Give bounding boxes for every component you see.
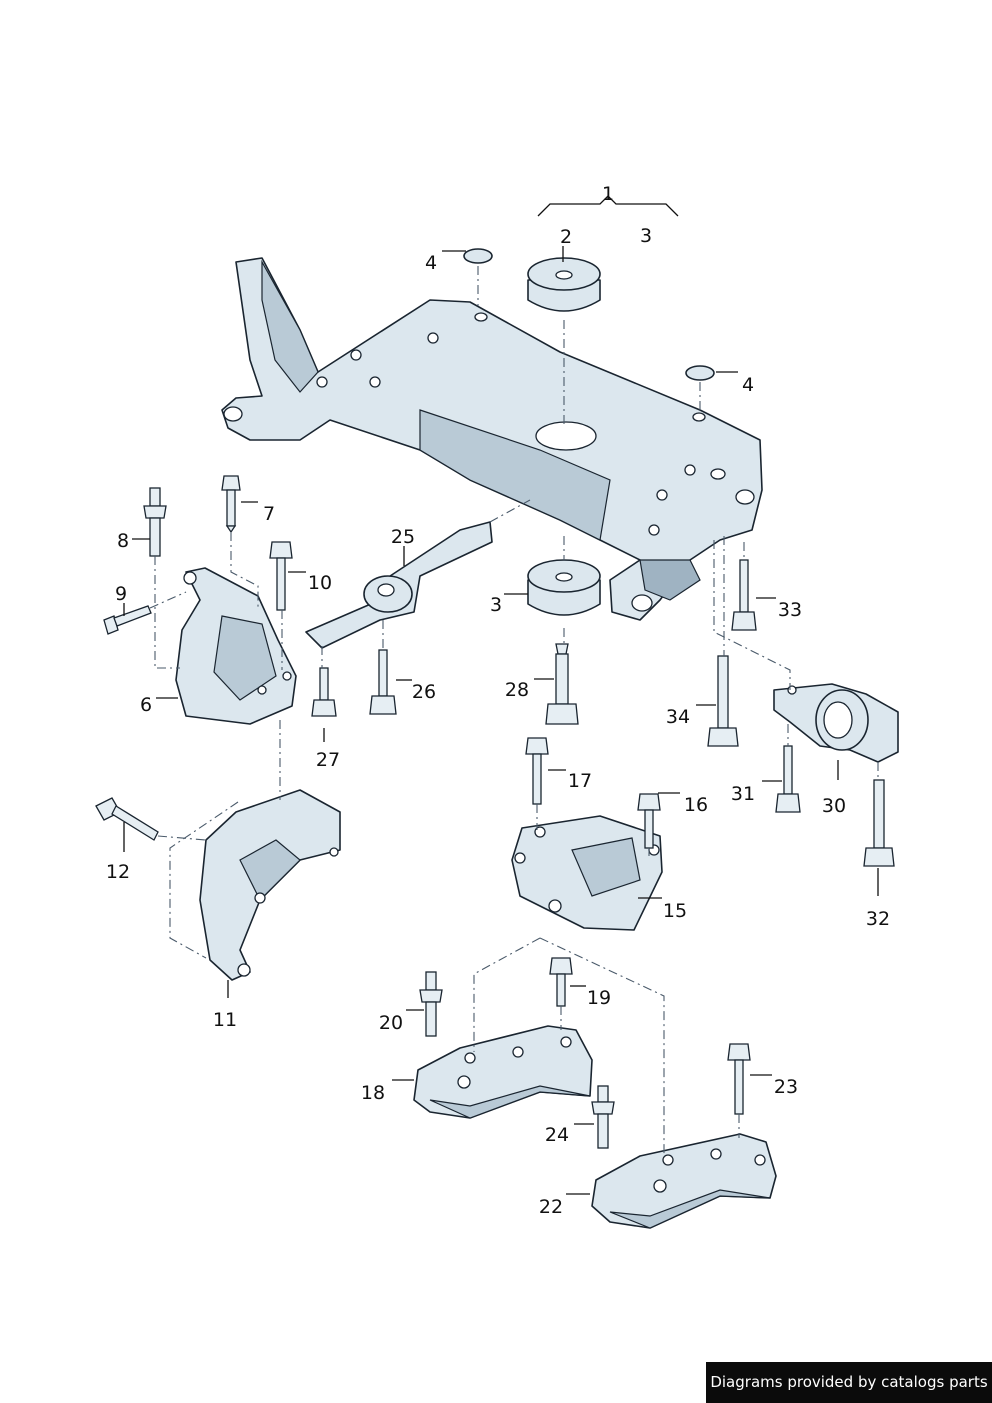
- bolt-8: [143, 487, 167, 557]
- washer-4-right: [685, 365, 715, 381]
- bolt-34: [707, 655, 739, 747]
- callout-33: 33: [778, 599, 802, 621]
- bolt-12: [95, 797, 159, 841]
- callout-3-bushing: 3: [490, 594, 502, 616]
- callout-1: 1: [602, 183, 614, 205]
- callout-17: 17: [568, 770, 592, 792]
- bracket-11: [199, 789, 341, 981]
- bolt-16: [637, 793, 661, 849]
- callout-12: 12: [106, 861, 130, 883]
- bolt-27: [311, 667, 337, 717]
- bolt-32: [863, 779, 895, 867]
- callout-27: 27: [316, 749, 340, 771]
- callout-20: 20: [379, 1012, 403, 1034]
- bolt-10: [269, 541, 293, 611]
- bracket-18: [413, 1025, 593, 1119]
- bolt-24: [591, 1085, 615, 1149]
- callout-28: 28: [505, 679, 529, 701]
- callout-11: 11: [213, 1009, 237, 1031]
- subframe: [221, 257, 763, 621]
- callout-31: 31: [731, 783, 755, 805]
- callout-9: 9: [115, 583, 127, 605]
- callout-3-top: 3: [640, 225, 652, 247]
- bolt-33: [731, 559, 757, 631]
- assembly-lines: [149, 266, 879, 1154]
- callout-19: 19: [587, 987, 611, 1009]
- callout-16: 16: [684, 794, 708, 816]
- bolt-17: [525, 737, 549, 805]
- torque-rod-25: [305, 521, 493, 649]
- bushing-3: [527, 559, 601, 616]
- callout-8: 8: [117, 530, 129, 552]
- credit-banner: Diagrams provided by catalogs parts: [706, 1362, 992, 1403]
- leader-lines: [123, 195, 879, 1195]
- bushing-2: [527, 257, 601, 312]
- gearbox-mount-15: [511, 815, 663, 931]
- bolt-31: [775, 745, 801, 813]
- bolt-23: [727, 1043, 751, 1115]
- callout-4-left: 4: [425, 252, 437, 274]
- bolt-20: [419, 971, 443, 1037]
- callout-30: 30: [822, 795, 846, 817]
- callout-23: 23: [774, 1076, 798, 1098]
- callout-22: 22: [539, 1196, 563, 1218]
- callout-18: 18: [361, 1082, 385, 1104]
- callout-4-right: 4: [742, 374, 754, 396]
- callout-6: 6: [140, 694, 152, 716]
- bracket-22: [591, 1133, 777, 1229]
- bolt-26: [369, 649, 397, 715]
- callout-2: 2: [560, 226, 572, 248]
- bushing-bracket-30: [773, 683, 899, 763]
- washer-4-left: [463, 248, 493, 264]
- callout-15: 15: [663, 900, 687, 922]
- bolt-7: [221, 475, 241, 534]
- bolt-28: [545, 643, 579, 725]
- bolts: [95, 475, 895, 1149]
- bolt-19: [549, 957, 573, 1007]
- callout-labels: 1 2 3 3 4 4 6 7 8 9 10 11 12 15 16 17 18…: [106, 183, 890, 1218]
- callout-26: 26: [412, 681, 436, 703]
- callout-10: 10: [308, 572, 332, 594]
- callout-7: 7: [263, 503, 275, 525]
- callout-34: 34: [666, 706, 690, 728]
- callout-25: 25: [391, 526, 415, 548]
- engine-mount-6: [175, 567, 297, 725]
- callout-32: 32: [866, 908, 890, 930]
- callout-24: 24: [545, 1124, 569, 1146]
- bolt-9: [103, 605, 152, 635]
